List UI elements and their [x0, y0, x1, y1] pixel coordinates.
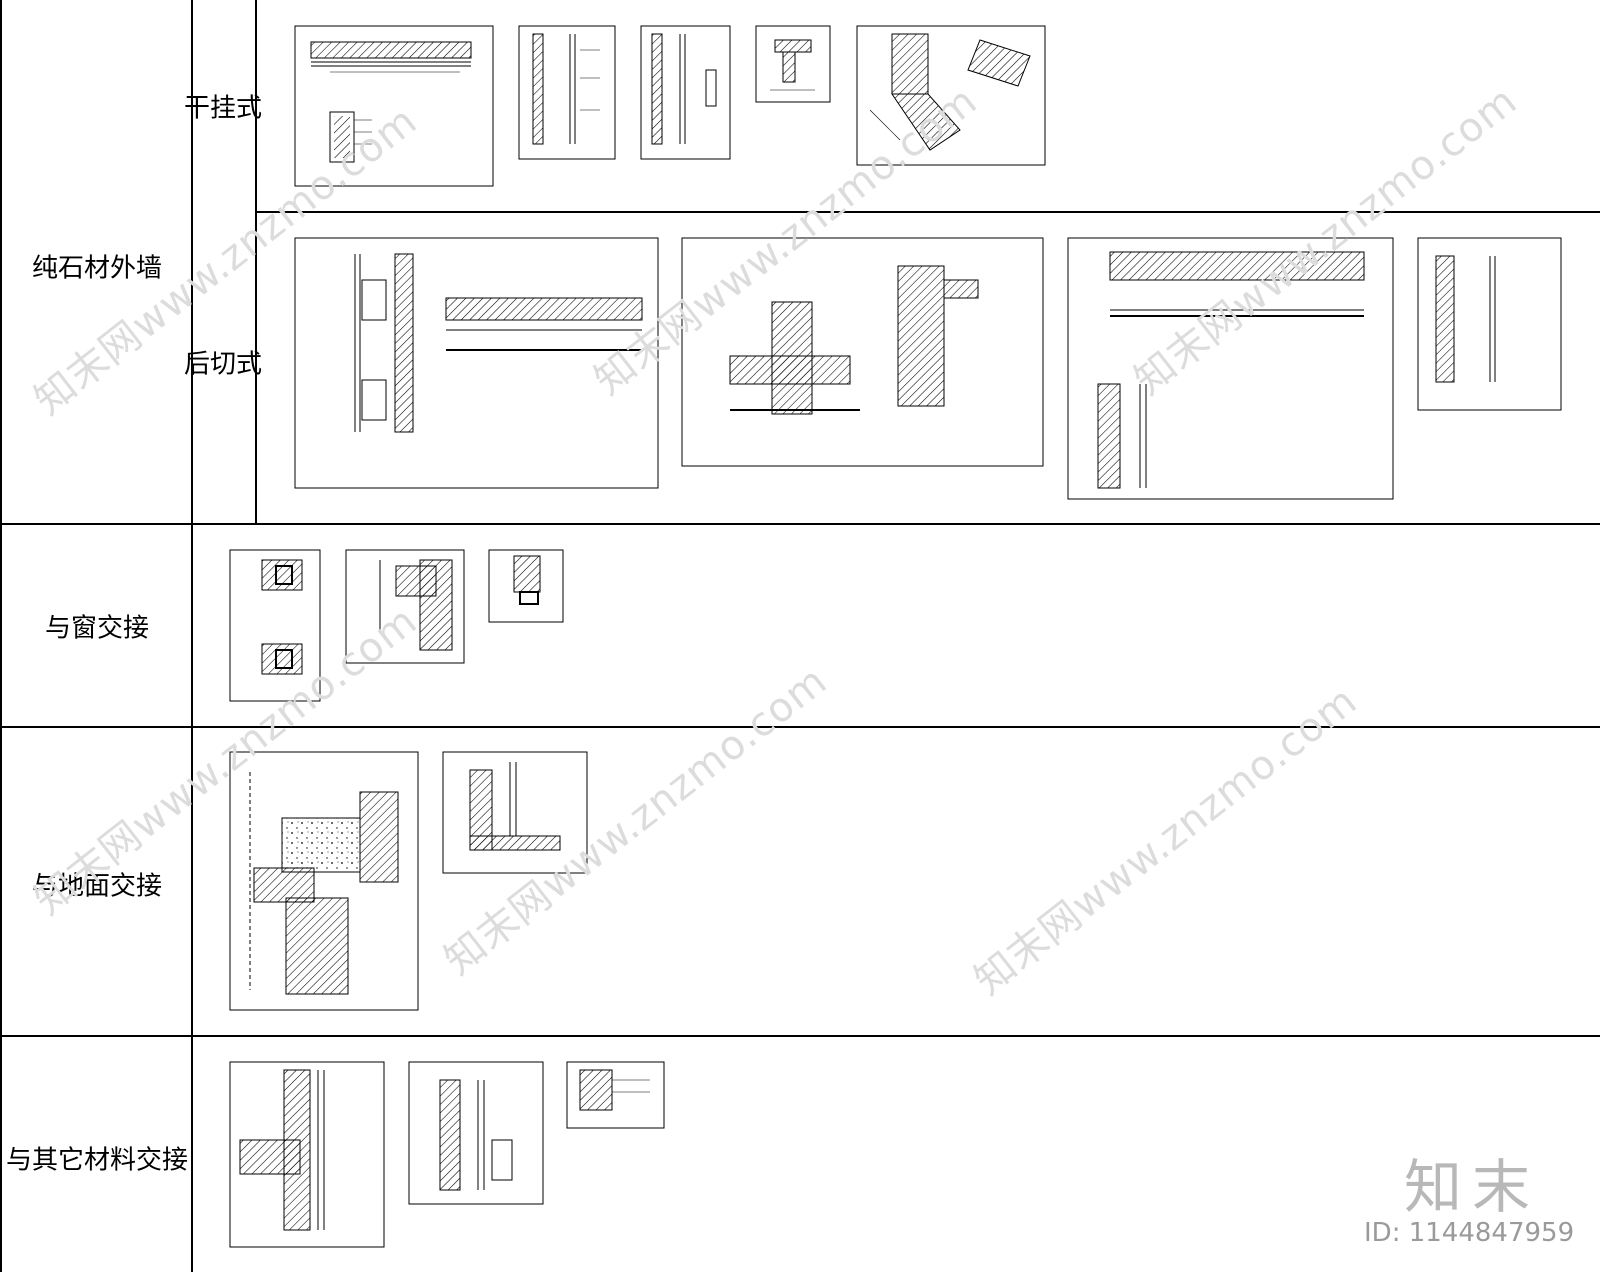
- image-id-label: ID: 1144847959: [1364, 1218, 1575, 1248]
- category-back-cut: 后切式: [183, 349, 263, 380]
- drawing-ground-1: [229, 751, 419, 1011]
- brand-logo-text: 知末: [1404, 1153, 1541, 1221]
- drawing-back-cut-4: [1417, 237, 1562, 411]
- drawing-dry-hang-1: [294, 25, 494, 187]
- drawing-window-1: [229, 549, 321, 702]
- drawing-back-cut-2: [681, 237, 1044, 467]
- drawing-dry-hang-5: [856, 25, 1046, 166]
- category-dry-hang: 干挂式: [183, 93, 263, 124]
- drawing-other-2: [408, 1061, 544, 1205]
- drawing-window-3: [488, 549, 564, 623]
- drawing-back-cut-3: [1067, 237, 1394, 500]
- category-window-junction: 与窗交接: [44, 613, 150, 644]
- drawing-dry-hang-2: [518, 25, 616, 160]
- drawing-window-2: [345, 549, 465, 664]
- category-stone-wall: 纯石材外墙: [31, 253, 163, 284]
- category-other-material-junction: 与其它材料交接: [5, 1145, 189, 1176]
- drawing-dry-hang-4: [755, 25, 831, 103]
- drawing-other-1: [229, 1061, 385, 1248]
- drawing-ground-2: [442, 751, 588, 874]
- category-ground-junction: 与地面交接: [31, 871, 163, 902]
- drawing-other-3: [566, 1061, 665, 1129]
- drawing-back-cut-1: [294, 237, 659, 489]
- drawing-dry-hang-3: [640, 25, 731, 160]
